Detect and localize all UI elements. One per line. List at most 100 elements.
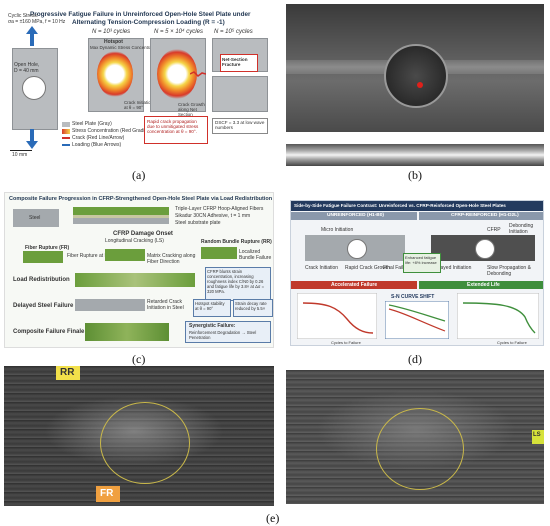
panel-d-title-bar xyxy=(291,201,543,211)
cfrp-layers xyxy=(73,207,169,215)
stage-2-label: N = 5 × 10⁴ cycles xyxy=(154,29,203,35)
caption-e: (e) xyxy=(266,511,280,525)
panel-c: Composite Failure Progression in CFRP-St… xyxy=(4,192,274,348)
legend-swatch-crack xyxy=(62,137,70,139)
panel-e-right: LS xyxy=(286,370,544,504)
right-head-bar xyxy=(419,212,543,220)
cfrp-label-1: Triple-Layer CFRP Hoop-Aligned Fibers xyxy=(175,206,264,212)
label-ls-box xyxy=(532,430,544,444)
left-head: UNREINFORCED (H1-B0) xyxy=(327,213,385,218)
onset-sub: Longitudinal Cracking (LS) xyxy=(105,238,164,244)
panel-c-title: Composite Failure Progression in CFRP-St… xyxy=(9,196,273,202)
panel-e-left: RR FR xyxy=(4,366,274,506)
plate-stage-3-bottom xyxy=(212,76,268,112)
open-hole-dim: D = 40 mm xyxy=(14,68,39,74)
panel-b-section xyxy=(286,144,544,166)
crack-line-stage-2 xyxy=(190,71,206,77)
finale-label: Composite Failure Finale xyxy=(13,329,85,335)
redistribution-label: Load Redistribution xyxy=(13,277,70,283)
ls-desc: Matrix Cracking along Fiber Direction xyxy=(147,253,196,265)
extended-plot xyxy=(457,293,539,339)
panel-d-title: Side-by-Side Fatigue Failure Contrast: U… xyxy=(294,203,506,208)
debonding-init: Debonding Initiation xyxy=(509,223,534,235)
label-rr-box xyxy=(56,366,80,380)
scale-bar xyxy=(10,150,32,151)
caption-a: (a) xyxy=(132,168,146,182)
delayed-label: Delayed Steel Failure xyxy=(13,303,74,309)
final-failure: Final Failure xyxy=(383,265,411,271)
adhesive-layer xyxy=(73,215,169,218)
damage-circle xyxy=(100,402,190,484)
legend-loading: Loading (Blue Arrows) xyxy=(72,142,122,148)
accelerated-plot xyxy=(297,293,377,339)
caption-d: (d) xyxy=(408,352,422,366)
panel-b xyxy=(286,4,544,132)
label-ls: LS xyxy=(533,432,541,438)
sn-plot xyxy=(385,301,449,339)
load-arrow-down-icon xyxy=(26,129,38,149)
crack-init-label: Crack Initiation at θ = 90° xyxy=(124,100,154,110)
caption-c: (c) xyxy=(132,352,146,366)
sn-x-right: Cycles to Failure xyxy=(497,340,527,345)
strain-decay: Strain decay rate reduced by 5.5× xyxy=(235,301,267,311)
substrate-layer xyxy=(73,218,169,224)
redistribution-text: CFRP blunts strain concentration, increa… xyxy=(207,269,265,294)
delayed-init: Delayed Initiation xyxy=(433,265,472,271)
legend-steel: Steel Plate (Gray) xyxy=(72,121,112,127)
enhanced-text: Enhanced fatigue life: +8% increase xyxy=(405,255,437,265)
red-marker xyxy=(417,82,423,88)
cfrp-tag: CFRP xyxy=(487,227,501,233)
steel-block xyxy=(13,209,59,227)
damage-circle-right xyxy=(376,408,464,490)
fr-desc: Fiber Rupture at Hotspot xyxy=(67,253,122,259)
hotspot-stab: Hotspot stability at θ = 90° xyxy=(195,301,225,311)
left-head-bar xyxy=(291,212,417,220)
label-rr: RR xyxy=(60,367,75,378)
legend-stress: Stress Concentration (Red Gradient) xyxy=(72,128,154,134)
label-fr: FR xyxy=(100,488,114,499)
delayed-plate xyxy=(75,299,145,311)
crack-init-d: Crack Initiation xyxy=(305,265,339,271)
extended-banner xyxy=(419,281,543,289)
sn-title: S-N CURVE SHIFT xyxy=(391,294,435,300)
finale-plate xyxy=(85,323,169,341)
caption-b: (b) xyxy=(408,168,422,182)
label-fr-box xyxy=(96,486,120,502)
extended-label: Extended Life xyxy=(467,282,500,288)
panel-a-title-1: Progressive Fatigue Failure in Unreinfor… xyxy=(30,11,251,18)
steel-label: Steel xyxy=(29,215,41,221)
cfrp-label-2: Sikadur 30CN Adhesive, t = 1 mm xyxy=(175,213,251,219)
hotspot-desc: Max Dynamic Stress Concentration xyxy=(90,45,159,50)
accelerated-banner xyxy=(291,281,417,289)
panel-a-title-2: Alternating Tension-Compression Loading … xyxy=(72,19,225,26)
dscf-text: DSCF = 3.3 at low wave numbers xyxy=(215,120,265,130)
micro-init: Micro Initiation xyxy=(321,227,354,233)
crack-growth-label: Crack Growth along Net Section xyxy=(178,102,205,117)
callout-box xyxy=(144,116,208,144)
rr-sample xyxy=(201,247,237,259)
retarded-label: Retarded Crack Initiation in Steel xyxy=(147,299,184,311)
net-section-box xyxy=(220,54,258,72)
open-hole-photo xyxy=(384,44,448,108)
cyclic-stress-value: σa = ±160 MPa, f = 10 Hz xyxy=(8,19,66,25)
panel-a: Progressive Fatigue Failure in Unreinfor… xyxy=(4,4,274,164)
sn-x-left: Cycles to Failure xyxy=(331,340,361,345)
fr-sample xyxy=(23,251,63,263)
synergy-desc: Reinforcement Degradation → Steel Penetr… xyxy=(189,330,257,340)
hotspot-stab-box xyxy=(193,299,231,317)
reinforced-hole xyxy=(475,239,495,259)
legend-crack: Crack (Red Line/Arrow) xyxy=(72,135,125,141)
slow-prop: Slow Propagation & Debonding xyxy=(487,265,531,277)
synergy-title: Synergistic Failure: xyxy=(189,323,236,329)
stage-3-label: N = 10⁵ cycles xyxy=(214,29,253,35)
legend-swatch-stress xyxy=(62,129,70,134)
rr-desc: Localized Bundle Failure xyxy=(239,249,272,261)
hole-initial xyxy=(22,76,46,100)
cfrp-label-3: Steel substrate plate xyxy=(175,220,221,226)
redistribution-plate xyxy=(75,273,195,287)
load-arrow-up-icon xyxy=(26,26,38,46)
stage-1-label: N = 10³ cycles xyxy=(92,29,131,35)
callout-text: Rapid crack propagation due to unmitigat… xyxy=(147,119,199,134)
legend-swatch-steel xyxy=(62,122,70,127)
hotspot-label: Hotspot xyxy=(104,39,123,45)
